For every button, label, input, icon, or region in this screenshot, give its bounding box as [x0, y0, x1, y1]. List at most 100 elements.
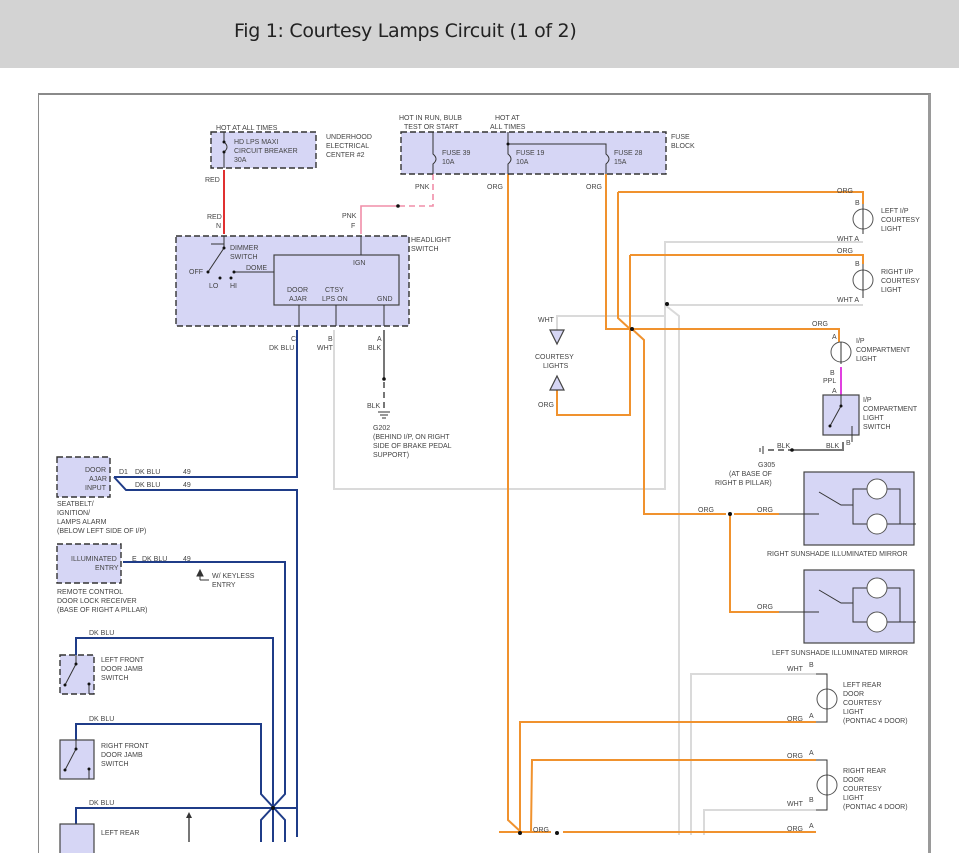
- label-fuse39-amps: 10A: [442, 159, 455, 166]
- svg-text:DOOR JAMB: DOOR JAMB: [101, 752, 143, 759]
- svg-text:ILLUMINATED: ILLUMINATED: [71, 556, 117, 563]
- wire-dkblu-lf-jamb: [75, 637, 274, 807]
- svg-text:LIGHT: LIGHT: [843, 709, 864, 716]
- headlight-switch-module: [273, 254, 400, 306]
- splice-blk: [382, 377, 386, 381]
- svg-text:SWITCH: SWITCH: [101, 761, 129, 768]
- svg-text:INPUT: INPUT: [85, 485, 107, 492]
- wire-pnk-dashed: [398, 174, 434, 207]
- label-ign: IGN: [353, 260, 365, 267]
- label-dimmer-l2: SWITCH: [230, 254, 258, 261]
- svg-text:LAMPS ALARM: LAMPS ALARM: [57, 519, 107, 526]
- left-front-door-jamb-switch: DK BLU LEFT FRONT DOOR JAMB SWITCH: [59, 630, 145, 695]
- ground-g305-icon: [759, 446, 764, 454]
- right-front-door-jamb-switch: DK BLU RIGHT FRONT DOOR JAMB SWITCH: [59, 716, 149, 780]
- svg-text:DK BLU: DK BLU: [135, 482, 160, 489]
- label-breaker-l2: CIRCUIT BREAKER: [234, 148, 298, 155]
- arrow-icon: [186, 812, 192, 818]
- label-g202-l2: SIDE OF BRAKE PEDAL: [373, 443, 452, 450]
- label-breaker-l1: HD LPS MAXI: [234, 139, 278, 146]
- svg-text:ORG: ORG: [757, 604, 773, 611]
- seatbelt-ignition-lamps-alarm-module: DOOR AJAR INPUT SEATBELT/ IGNITION/ LAMP…: [56, 456, 191, 535]
- svg-text:A: A: [832, 388, 837, 395]
- label-dome: DOME: [246, 265, 267, 272]
- svg-text:LEFT REAR: LEFT REAR: [843, 682, 881, 689]
- bulb-icon: [866, 577, 888, 599]
- label-lo: LO: [209, 283, 219, 290]
- wiring-diagram-frame: HOT AT ALL TIMES HD LPS MAXI CIRCUIT BRE…: [38, 93, 931, 853]
- svg-text:A: A: [809, 823, 814, 830]
- label-ctsy-l2: LPS ON: [322, 296, 348, 303]
- wire-dkblu-rf-jamb: [75, 723, 274, 808]
- svg-text:(BELOW LEFT SIDE OF I/P): (BELOW LEFT SIDE OF I/P): [57, 528, 146, 535]
- wire-blk-g305: [794, 442, 844, 451]
- splice-org-4: [555, 831, 559, 835]
- wire-org-left-mirror: [729, 514, 779, 613]
- label-door-ajar-l1: DOOR: [287, 287, 308, 294]
- wire-org-left-ip: [618, 191, 864, 204]
- svg-text:DOOR: DOOR: [85, 467, 106, 474]
- svg-text:A: A: [809, 750, 814, 757]
- right-ip-courtesy-light: ORG B WHT A RIGHT I/P COURTESY LIGHT: [837, 248, 920, 304]
- wire-org-courtesy-b: [556, 255, 631, 416]
- svg-text:(PONTIAC 4 DOOR): (PONTIAC 4 DOOR): [843, 804, 908, 811]
- svg-text:SWITCH: SWITCH: [863, 424, 891, 431]
- remote-control-door-lock-receiver: ILLUMINATED ENTRY REMOTE CONTROL DOOR LO…: [56, 543, 255, 614]
- svg-text:B: B: [846, 440, 851, 447]
- wiring-diagram: HOT AT ALL TIMES HD LPS MAXI CIRCUIT BRE…: [56, 115, 920, 853]
- svg-text:SEATBELT/: SEATBELT/: [57, 501, 94, 508]
- svg-text:ORG: ORG: [757, 507, 773, 514]
- wire-dkblu-d1-2: [113, 476, 298, 837]
- svg-text:DOOR: DOOR: [843, 777, 864, 784]
- svg-text:COMPARTMENT: COMPARTMENT: [856, 347, 911, 354]
- svg-text:ENTRY: ENTRY: [212, 582, 236, 589]
- svg-text:REMOTE CONTROL: REMOTE CONTROL: [57, 589, 123, 596]
- fuse39-icon: [432, 132, 437, 174]
- svg-text:RIGHT FRONT: RIGHT FRONT: [101, 743, 149, 750]
- svg-text:LEFT REAR: LEFT REAR: [101, 830, 139, 837]
- label-door-ajar-l2: AJAR: [289, 296, 307, 303]
- svg-text:BLK: BLK: [826, 443, 840, 450]
- svg-text:ORG: ORG: [837, 248, 853, 255]
- svg-text:(BASE OF RIGHT A PILLAR): (BASE OF RIGHT A PILLAR): [57, 607, 148, 614]
- label-fuse39: FUSE 39: [442, 150, 471, 157]
- svg-text:LEFT I/P: LEFT I/P: [881, 208, 909, 215]
- svg-text:COURTESY: COURTESY: [843, 700, 882, 707]
- label-wht-courtesy: WHT: [538, 317, 555, 324]
- svg-text:ENTRY: ENTRY: [95, 565, 119, 572]
- label-courtesy-l2: LIGHTS: [543, 363, 569, 370]
- wire-org-right-rear: [530, 759, 816, 833]
- wire-wht-main: [333, 305, 666, 490]
- label-uec-l2: ELECTRICAL: [326, 143, 369, 150]
- svg-text:I/P: I/P: [856, 338, 865, 345]
- label-blk-a: BLK: [368, 345, 382, 352]
- splice-blk-g305: [790, 448, 794, 452]
- label-hi: HI: [230, 283, 237, 290]
- svg-text:DK BLU: DK BLU: [89, 716, 114, 723]
- label-breaker-l3: 30A: [234, 157, 247, 164]
- label-org-fuse19: ORG: [487, 184, 503, 191]
- svg-text:COURTESY: COURTESY: [881, 278, 920, 285]
- figure-title: Fig 1: Courtesy Lamps Circuit (1 of 2): [234, 20, 577, 42]
- ground-g202-icon: [378, 411, 390, 419]
- label-ctsy-l1: CTSY: [325, 287, 344, 294]
- label-gnd: GND: [377, 296, 393, 303]
- splice-wht: [665, 302, 669, 306]
- left-sunshade-mirror: ORG LEFT SUNSHADE ILLUMINATED MIRROR: [757, 569, 916, 657]
- wire-org-ip-compartment: [632, 328, 840, 342]
- label-red-2: RED: [207, 214, 222, 221]
- label-pin-a: A: [377, 336, 382, 343]
- splice-org-3: [518, 831, 522, 835]
- wire-wht-left-rear: [690, 673, 816, 835]
- svg-text:W/ KEYLESS: W/ KEYLESS: [212, 573, 255, 580]
- svg-text:WHT: WHT: [787, 801, 804, 808]
- label-dimmer-l1: DIMMER: [230, 245, 258, 252]
- label-uec-l1: UNDERHOOD: [326, 134, 372, 141]
- svg-text:ORG: ORG: [787, 753, 803, 760]
- label-hot-run-l2: TEST OR START: [404, 124, 459, 131]
- label-org-courtesy: ORG: [538, 402, 554, 409]
- wire-dkblu-lr-jamb: [75, 807, 297, 824]
- svg-text:49: 49: [183, 482, 191, 489]
- svg-text:DOOR LOCK RECEIVER: DOOR LOCK RECEIVER: [57, 598, 137, 605]
- svg-text:I/P: I/P: [863, 397, 872, 404]
